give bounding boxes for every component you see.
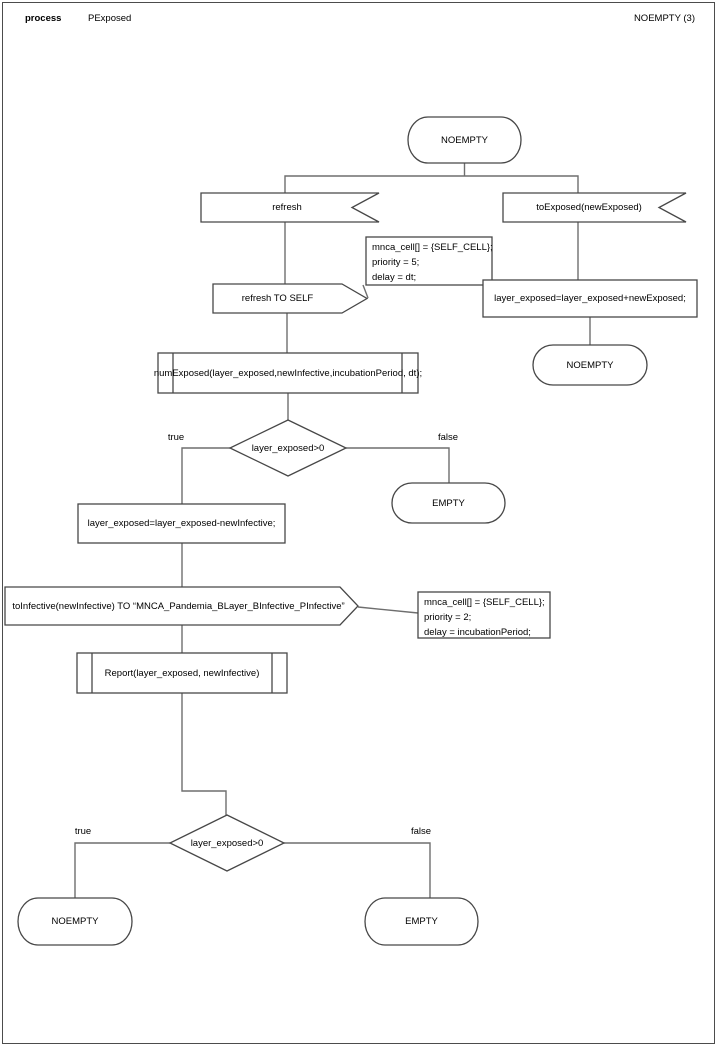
assign-add-box[interactable] xyxy=(482,279,698,318)
connector-start-branch xyxy=(284,175,579,193)
connector-decision-top-true xyxy=(181,447,230,504)
connector-report-to-decision xyxy=(181,693,227,815)
receive-refresh-shape[interactable] xyxy=(200,192,380,223)
send-refresh-self-shape[interactable] xyxy=(212,283,369,314)
state-noempty-right-shape[interactable] xyxy=(532,344,648,386)
connector-note-refresh xyxy=(362,284,369,299)
connector-decision-bottom-false xyxy=(284,842,431,898)
state-noempty-bottom-shape[interactable] xyxy=(17,897,133,946)
send-toinfective-shape[interactable] xyxy=(4,586,359,626)
annotation-infective-box[interactable] xyxy=(417,591,551,639)
annotation-refresh-box[interactable] xyxy=(365,236,493,286)
state-start-shape[interactable] xyxy=(407,116,522,164)
header-title: PExposed xyxy=(88,13,132,24)
assign-subtract-box[interactable] xyxy=(77,503,286,544)
state-empty-right-shape[interactable] xyxy=(391,482,506,524)
connector-decision-bottom-true xyxy=(74,842,170,898)
decision-bottom-shape[interactable] xyxy=(168,814,286,872)
predefined-numexposed-shape[interactable] xyxy=(157,352,419,394)
connector-note-infective xyxy=(357,606,419,614)
connector-decision-top-false xyxy=(346,447,450,483)
state-empty-bottom-shape[interactable] xyxy=(364,897,479,946)
header-kind-label: process xyxy=(25,13,62,24)
predefined-report-shape[interactable] xyxy=(76,652,288,694)
header-state-count: NOEMPTY (3) xyxy=(633,13,695,24)
decision-top-shape[interactable] xyxy=(228,419,348,477)
receive-toexposed-shape[interactable] xyxy=(502,192,687,223)
